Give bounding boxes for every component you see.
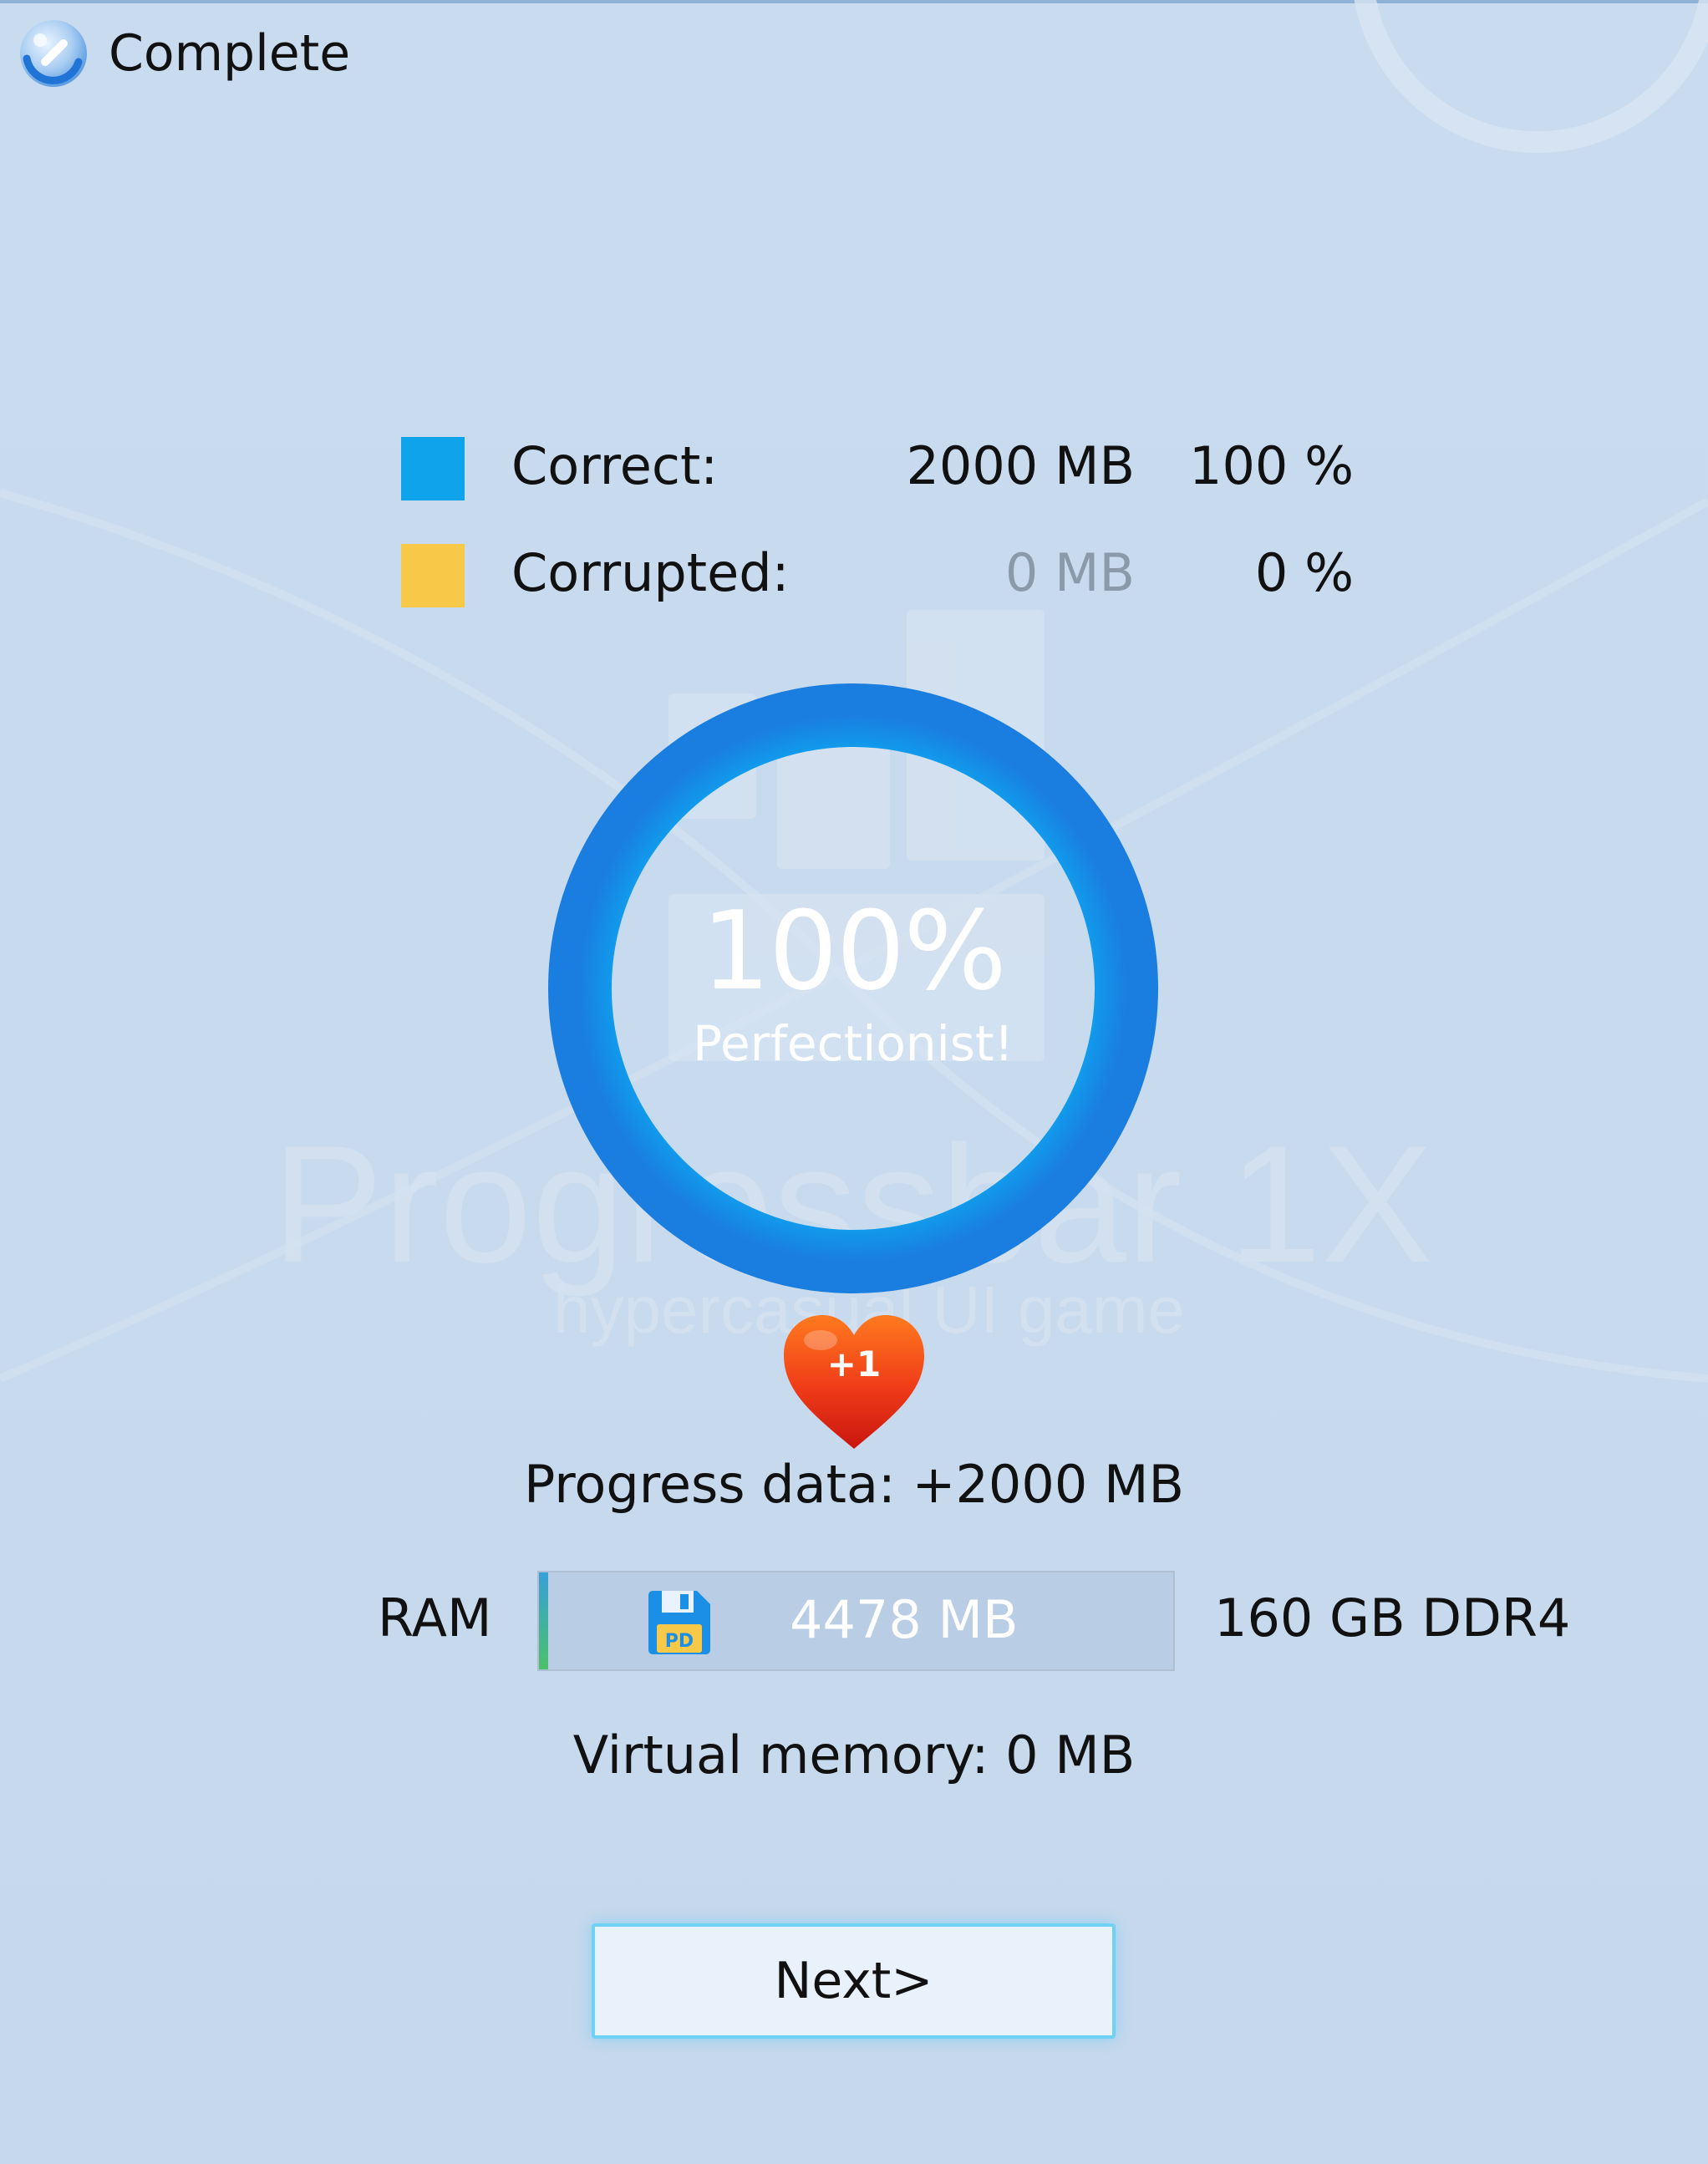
next-button[interactable]: Next> xyxy=(592,1923,1116,2039)
window-top-border xyxy=(0,0,1708,3)
floppy-icon-text: PD xyxy=(665,1631,694,1652)
floppy-disk-icon: PD xyxy=(643,1587,714,1658)
ram-label: RAM xyxy=(378,1587,492,1648)
ram-bar-fill xyxy=(539,1572,549,1669)
correct-swatch xyxy=(401,437,465,500)
corrupted-swatch xyxy=(401,544,465,607)
ring-percent: 100% xyxy=(701,887,1007,1014)
correct-mb: 2000 MB xyxy=(906,435,1135,496)
legend-row-correct: Correct: 2000 MB 100 % xyxy=(401,430,1354,505)
virtual-memory-text: Virtual memory: 0 MB xyxy=(572,1725,1136,1786)
ring-caption: Perfectionist! xyxy=(693,1015,1014,1072)
corrupted-label: Corrupted: xyxy=(511,542,790,603)
corrupted-percent: 0 % xyxy=(1254,542,1354,603)
title-bar: Complete xyxy=(15,13,350,94)
correct-percent: 100 % xyxy=(1189,435,1354,496)
heart-bonus-text: +1 xyxy=(826,1344,882,1384)
ram-bar: PD 4478 MB xyxy=(537,1571,1175,1671)
progress-ring: 100% Perfectionist! xyxy=(548,683,1158,1293)
app-logo-icon xyxy=(15,15,92,92)
progress-data-text: Progress data: +2000 MB xyxy=(523,1454,1184,1515)
correct-label: Correct: xyxy=(511,435,719,496)
window-title: Complete xyxy=(109,24,351,83)
legend-row-corrupted: Corrupted: 0 MB 0 % xyxy=(401,537,1354,612)
ram-value: 4478 MB xyxy=(790,1589,1019,1650)
heart-icon: +1 xyxy=(780,1312,928,1452)
ram-total: 160 GB DDR4 xyxy=(1214,1587,1571,1648)
ring-center: 100% Perfectionist! xyxy=(548,683,1158,1293)
corrupted-mb: 0 MB xyxy=(1004,542,1135,603)
